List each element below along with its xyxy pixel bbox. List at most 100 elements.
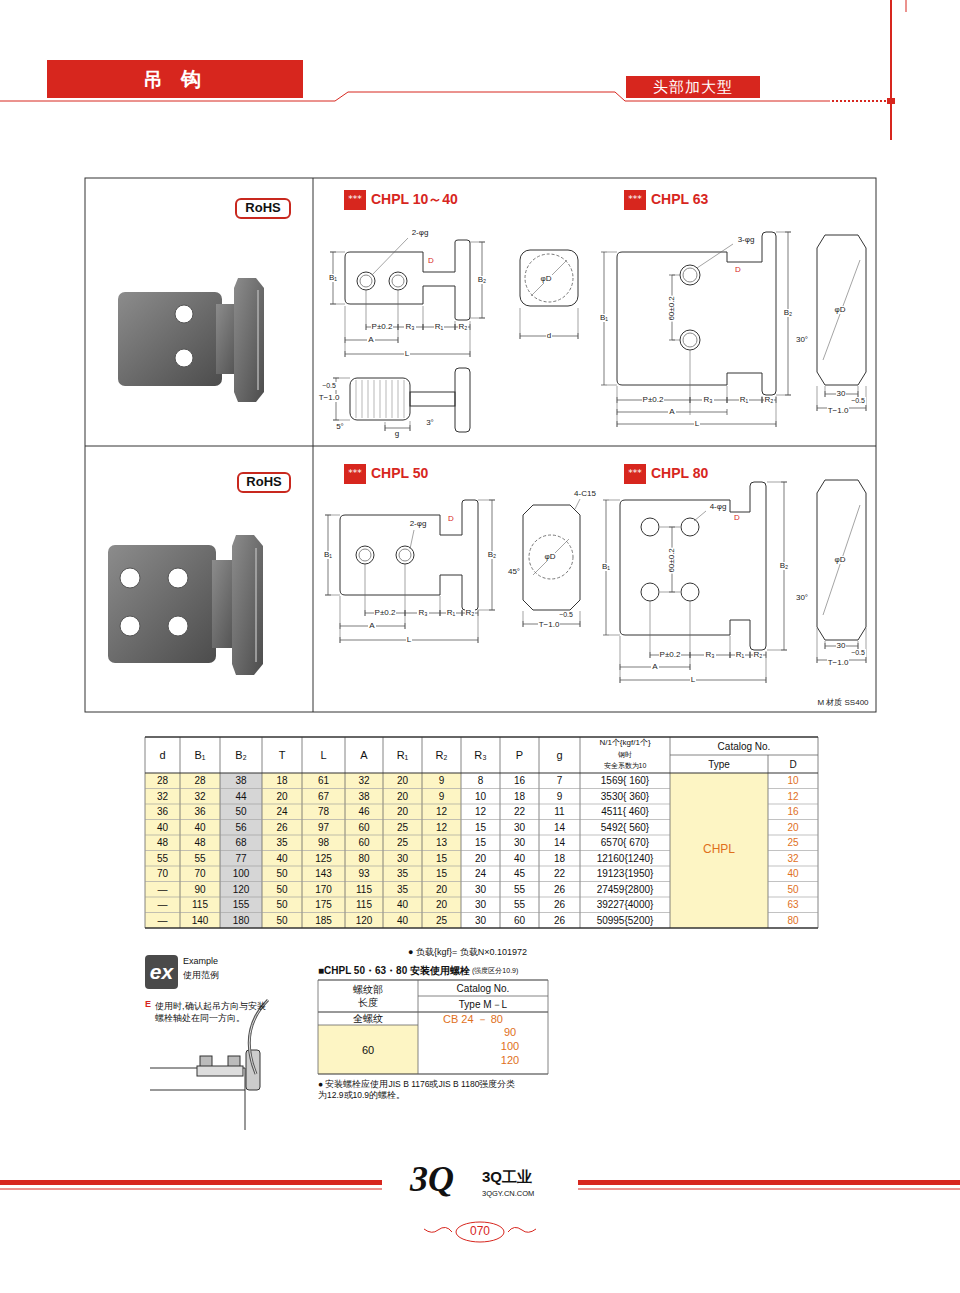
table-cell: 22	[514, 806, 525, 817]
line-art	[85, 446, 876, 447]
table-header: R₁	[397, 749, 409, 761]
dimension-label: L	[404, 350, 410, 359]
table-cell: 24	[475, 868, 486, 879]
table-cell: 36	[157, 806, 168, 817]
example-label: Example	[183, 957, 218, 967]
dimension-label: D	[733, 514, 741, 523]
table-cell: 70	[194, 868, 205, 879]
table-cell: 40	[397, 915, 408, 926]
dimension-label: R₁	[739, 396, 749, 405]
extension-line	[478, 610, 495, 611]
table-cell-fill	[345, 820, 383, 836]
table-cell: 26	[554, 899, 565, 910]
extension-line	[345, 306, 346, 357]
catalog-size: 12	[787, 791, 798, 802]
dimension-label: 60±0.2	[668, 295, 677, 321]
dimension-label: d	[546, 332, 552, 341]
extension-line	[767, 650, 787, 651]
extension-line	[823, 260, 860, 360]
table-cell-fill	[262, 866, 302, 882]
badge-text: RoHS	[245, 201, 280, 215]
table-rule	[220, 737, 221, 928]
product-photo	[118, 278, 264, 402]
category-band: 头部加大型	[626, 76, 760, 98]
table-header: Type	[708, 759, 730, 770]
table-cell: 60	[358, 822, 369, 833]
table-header: 螺纹部 长度	[348, 983, 388, 1010]
table-rule	[768, 912, 818, 913]
table-cell: 26	[276, 822, 287, 833]
table-header: P	[516, 749, 523, 761]
table-rule	[318, 1025, 418, 1026]
dimension-label: T−1.0	[318, 394, 341, 403]
bolt-table-title: (强度区分10.9)	[472, 967, 518, 975]
table-cell: 180	[233, 915, 250, 926]
table-cell: 19123{1950}	[597, 868, 654, 879]
table-cell-fill	[180, 789, 220, 805]
table-header: Catalog No.	[457, 983, 510, 994]
model-tag: ***CHPL 63	[624, 190, 646, 210]
extension-line	[410, 530, 414, 549]
table-cell: 4511{ 460}	[601, 806, 649, 817]
table-cell-fill	[318, 1025, 418, 1074]
table-rule	[145, 804, 670, 805]
table-cell-fill	[422, 866, 461, 882]
table-cell: 40	[514, 853, 525, 864]
bolt-table-title: ■CHPL 50・63・80 安装使用螺栓	[318, 965, 470, 976]
extension-line	[672, 275, 680, 276]
extension-line	[470, 242, 485, 243]
table-cell: 70	[157, 868, 168, 879]
extension-line	[697, 244, 733, 268]
model-heading: CHPL 10～40	[371, 192, 458, 207]
table-cell-fill	[180, 835, 220, 851]
dimension-label: T−1.0	[827, 659, 850, 668]
dimension-label: 60±0.2	[668, 547, 677, 573]
table-cell-fill	[302, 866, 345, 882]
table-rule	[145, 881, 670, 882]
table-cell: 125	[315, 853, 332, 864]
extension-line	[575, 499, 580, 509]
extension-line	[470, 318, 485, 319]
table-header: Catalog No.	[718, 741, 771, 752]
dimension-label: R₃	[404, 323, 415, 332]
line-art	[360, 275, 372, 287]
catalog-size: 80	[787, 915, 798, 926]
table-cell: 30	[397, 853, 408, 864]
line-art	[641, 583, 659, 601]
table-cell-fill	[180, 882, 220, 898]
table-cell: 50	[276, 868, 287, 879]
line-art	[396, 546, 414, 564]
table-cell: 12160{1240}	[597, 853, 654, 864]
table-cell: 15	[475, 822, 486, 833]
table-cell-fill	[302, 851, 345, 867]
extension-line	[776, 232, 791, 233]
table-cell-fill	[220, 882, 262, 898]
dimension-label: L	[694, 420, 700, 429]
table-cell-fill	[145, 882, 180, 898]
extension-line	[325, 595, 340, 596]
rohs-badge: RoHS	[237, 472, 291, 493]
table-cell-fill	[383, 804, 422, 820]
extension-line	[366, 290, 367, 330]
dimension-label: 45°	[507, 568, 521, 577]
table-rule	[768, 897, 818, 898]
line-art	[389, 272, 407, 290]
dimension-label: 2-φg	[409, 520, 428, 529]
table-cell-fill	[422, 773, 461, 789]
extension-line	[440, 596, 441, 616]
line-art	[257, 290, 259, 390]
dimension-label: B₁	[601, 563, 611, 572]
extension-line	[580, 611, 581, 627]
extension-line	[825, 641, 826, 649]
table-cell-fill	[145, 851, 180, 867]
table-rule	[145, 927, 818, 929]
table-rule	[768, 850, 818, 851]
table-cell: 61	[318, 775, 329, 786]
note-marker: E	[145, 1000, 151, 1010]
extension-line	[858, 641, 859, 649]
table-rule	[145, 866, 670, 867]
table-cell-fill	[383, 897, 422, 913]
extension-line	[617, 386, 618, 427]
extension-line	[330, 304, 345, 305]
dimension-label: 3°	[425, 419, 435, 428]
